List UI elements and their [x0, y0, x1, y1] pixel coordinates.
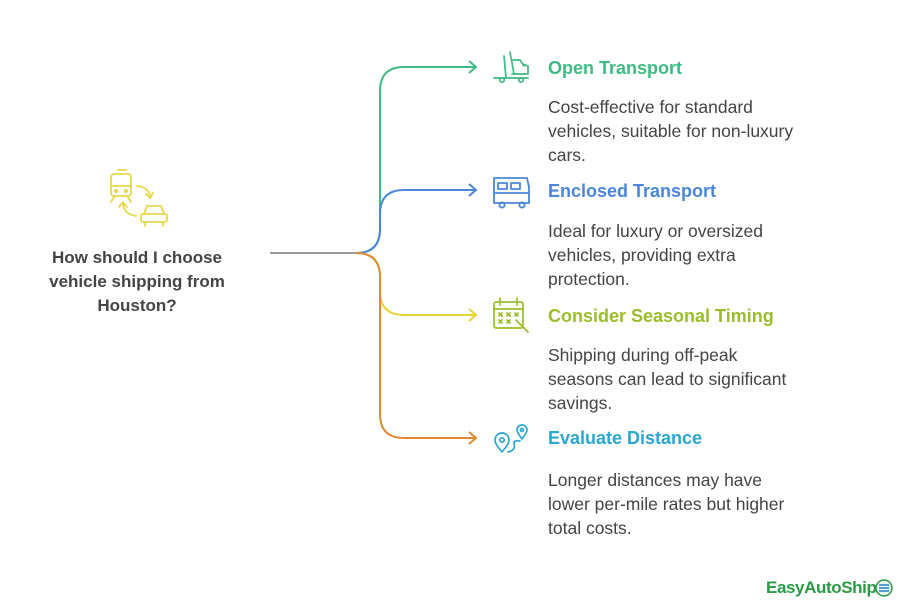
arrowhead-evaluate-distance: [468, 431, 478, 445]
connector-open-transport: [355, 66, 476, 254]
calendar-icon: [493, 297, 529, 333]
arrowhead-enclosed-transport: [468, 183, 478, 197]
option-desc-enclosed-transport: Ideal for luxury or oversized vehicles, …: [548, 221, 763, 289]
option-title-evaluate-distance: Evaluate Distance: [548, 428, 703, 448]
option-desc-seasonal-timing: Shipping during off-peak seasons can lea…: [548, 345, 787, 413]
car-carrier-truck-icon: [493, 51, 529, 84]
question-line-2: vehicle shipping from: [49, 272, 225, 291]
central-question: How should I choose vehicle shipping fro…: [28, 246, 246, 318]
brand-logo-text[interactable]: EasyAutoShip: [766, 578, 877, 597]
question-line-3: Houston?: [97, 296, 177, 315]
connector-seasonal-timing: [355, 252, 476, 316]
option-desc-open-transport: Cost-effective for standard vehicles, su…: [548, 97, 794, 165]
route-pin-icon: [494, 424, 528, 453]
connector-enclosed-transport: [355, 189, 476, 254]
connector-evaluate-distance: [355, 252, 476, 439]
car-train-exchange-icon: [110, 169, 168, 227]
option-title-open-transport: Open Transport: [548, 58, 683, 78]
easyautoship-logo-icon: [875, 579, 893, 597]
arrowhead-open-transport: [468, 60, 478, 74]
option-title-enclosed-transport: Enclosed Transport: [548, 181, 717, 201]
option-title-seasonal-timing: Consider Seasonal Timing: [548, 306, 774, 326]
question-line-1: How should I choose: [51, 248, 222, 267]
arrowhead-seasonal-timing: [468, 308, 478, 322]
enclosed-trailer-icon: [493, 177, 530, 209]
option-desc-evaluate-distance: Longer distances may have lower per-mile…: [548, 470, 785, 538]
